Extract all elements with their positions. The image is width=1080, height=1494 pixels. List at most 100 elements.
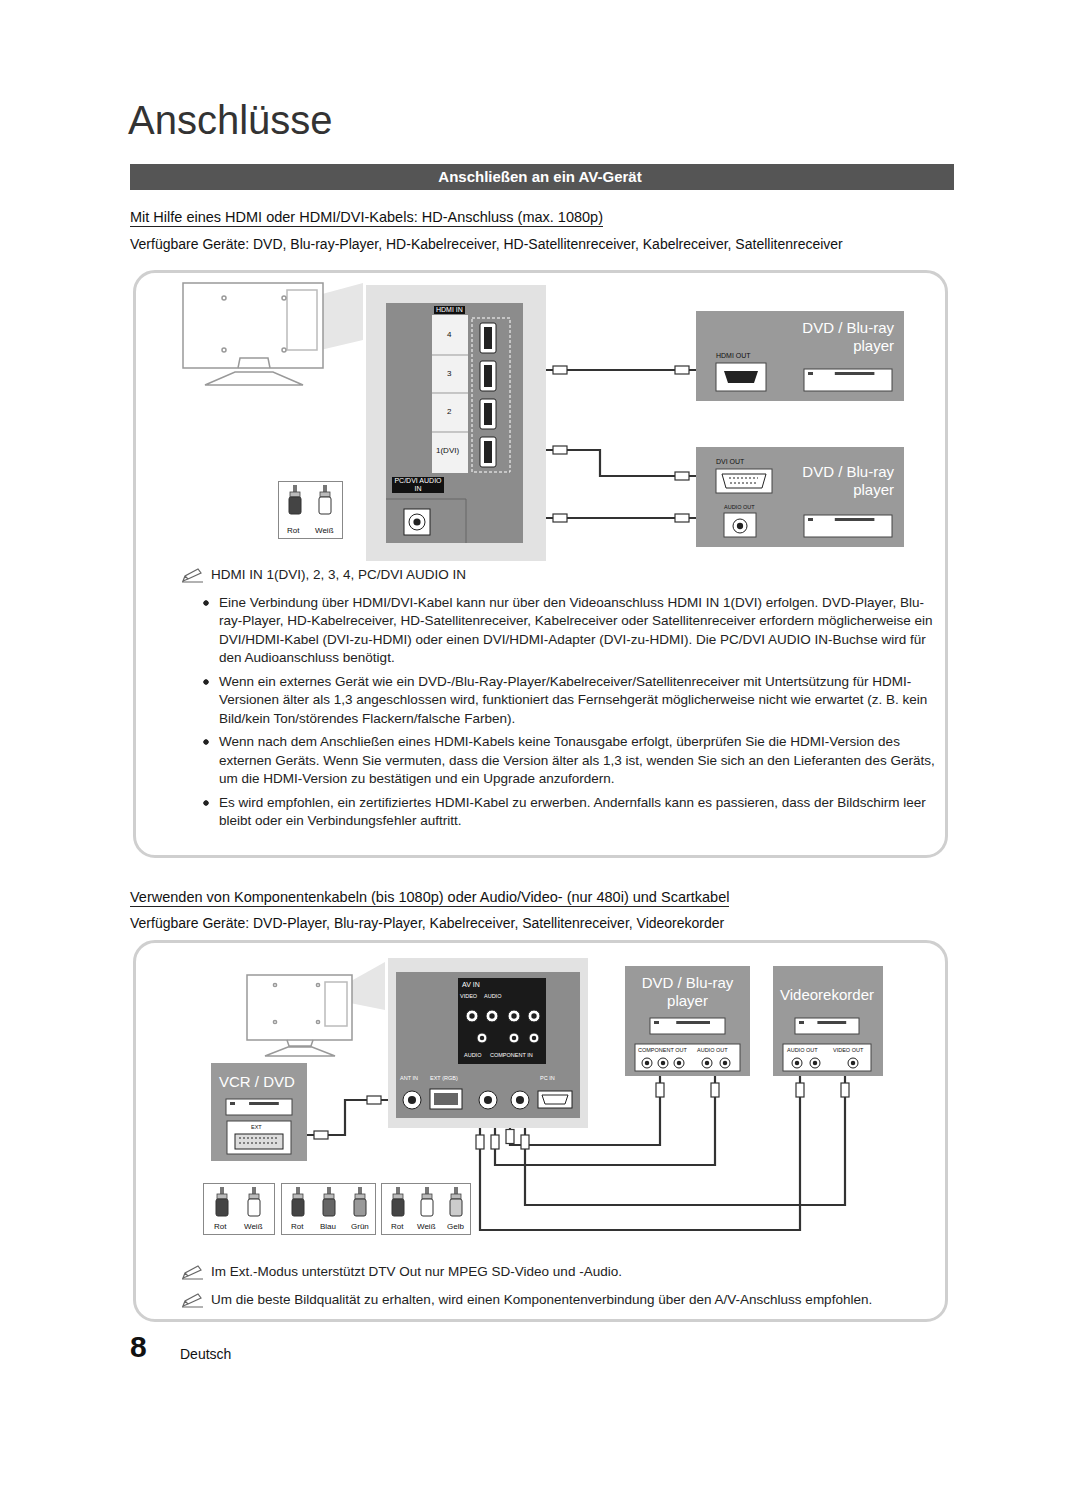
drawing-part <box>716 363 766 391</box>
drawing-part <box>249 1102 279 1105</box>
drawing-part <box>354 1199 366 1216</box>
drawing-part <box>531 1013 536 1018</box>
drawing-part <box>477 1033 487 1043</box>
cable-plug <box>675 514 689 522</box>
drawing-part <box>316 983 319 986</box>
bullet-text: Wenn ein externes Gerät wie ein DVD-/Blu… <box>201 673 936 729</box>
box-text: 1(DVI) <box>436 446 459 455</box>
drawing-part <box>792 1058 802 1068</box>
cable-plug <box>506 1130 514 1144</box>
drawing-part <box>205 358 303 385</box>
box-text: EXT (RGB) <box>430 1075 458 1082</box>
box-text: VIDEO <box>460 993 477 1000</box>
cable <box>546 366 696 374</box>
plug-color-key: Rot Weiß <box>203 1183 275 1235</box>
bullet-text: Es wird empfohlen, ein zertifiziertes HD… <box>201 794 936 831</box>
drawing-part <box>642 1058 652 1068</box>
drawing-part <box>529 1033 539 1043</box>
cable-plug <box>476 1135 484 1149</box>
cable-plug <box>491 1135 499 1149</box>
box-text: HDMI OUT <box>716 352 751 360</box>
drawing-part <box>386 499 466 543</box>
drawing-part <box>392 1199 404 1216</box>
box-text: AUDIO <box>484 993 501 1000</box>
drawing-part <box>799 1021 804 1024</box>
drawing-part <box>247 975 352 1040</box>
drawing-part <box>227 1121 291 1154</box>
drawing-part <box>325 982 347 1026</box>
drawing-part <box>661 1061 666 1066</box>
drawing-part <box>421 1199 433 1216</box>
cable-plug <box>675 472 689 480</box>
drawing-part <box>808 518 813 521</box>
box-text: COMPONENT OUT <box>638 1047 687 1054</box>
drawing-part <box>413 518 420 525</box>
drawing-part <box>480 323 496 353</box>
box-text: Grün <box>351 1222 369 1232</box>
page-number: 8 <box>130 1330 147 1364</box>
drawing-part <box>804 515 892 537</box>
cable-plug <box>841 1083 849 1097</box>
drawing-part <box>722 474 766 488</box>
drawing-part <box>848 1058 858 1068</box>
box-text: Rot <box>391 1222 403 1232</box>
box-text: 4 <box>447 330 451 339</box>
cable-plug <box>553 446 567 454</box>
drawing-part <box>733 519 747 533</box>
box-text: Weiß <box>244 1222 263 1232</box>
drawing-part <box>469 1013 474 1018</box>
drawing-part <box>645 1061 650 1066</box>
plug-color-key: RotWeiß <box>278 481 343 539</box>
drawing-part <box>512 1036 517 1041</box>
tv-av-panel: AV INVIDEOAUDIOAUDIOCOMPONENT INANT INEX… <box>388 958 588 1128</box>
cable <box>521 1076 849 1205</box>
drawing-part <box>293 1194 303 1199</box>
note-text: Um die beste Bildqualität zu erhalten, w… <box>181 1291 936 1310</box>
box-text: COMPONENT IN <box>490 1052 533 1059</box>
drawing-part <box>472 318 510 472</box>
note-list: HDMI IN 1(DVI), 2, 3, 4, PC/DVI AUDIO IN… <box>181 566 936 836</box>
drawing-part <box>783 1044 871 1071</box>
drawing-part <box>729 478 758 483</box>
drawing-part <box>817 1021 846 1024</box>
drawing-part <box>635 1044 740 1071</box>
drawing-part <box>480 399 496 429</box>
drawing-part <box>851 1061 856 1066</box>
section-heading: Verwenden von Komponentenkabeln (bis 108… <box>130 889 729 907</box>
drawing-part <box>422 1194 432 1199</box>
cable-line <box>546 517 696 519</box>
drawing-part <box>484 441 492 463</box>
drawing-part <box>320 492 330 497</box>
note-list: Im Ext.-Modus unterstützt DTV Out nur MP… <box>181 1263 936 1318</box>
plug-color-key: Rot Weiß Gelb <box>381 1183 471 1235</box>
drawing-part <box>235 1134 283 1149</box>
drawing-part <box>216 1199 228 1216</box>
drawing-part <box>239 1138 279 1143</box>
box-text: AV IN <box>462 981 480 989</box>
drawing-part <box>674 1058 684 1068</box>
box-text: Anschließen an ein AV-Gerät <box>130 168 950 186</box>
language-label: Deutsch <box>180 1346 231 1362</box>
drawing-part <box>532 1036 537 1041</box>
box-text: Gelb <box>447 1222 464 1232</box>
drawing-part <box>484 327 492 349</box>
drawing-part <box>804 369 892 391</box>
box-text: Weiß <box>417 1222 436 1232</box>
cable <box>307 1096 388 1139</box>
player-device: DVI OUTDVD / Blu-ray playerAUDIO OUT <box>696 447 904 547</box>
cable-plug <box>711 1083 719 1097</box>
box-text: Rot <box>214 1222 226 1232</box>
drawing-part <box>480 361 496 391</box>
drawing-part <box>813 1061 818 1066</box>
box-text: AUDIO <box>464 1052 481 1059</box>
box-text: AUDIO OUT <box>724 504 755 511</box>
box-text: DVI OUT <box>716 458 744 466</box>
drawing-part <box>511 1013 516 1018</box>
drawing-part <box>324 1194 334 1199</box>
drawing-part <box>430 1089 462 1109</box>
drawing-part <box>538 1091 572 1108</box>
drawing-part <box>716 469 772 493</box>
drawing-part <box>676 1021 710 1024</box>
drawing-part <box>222 296 226 300</box>
